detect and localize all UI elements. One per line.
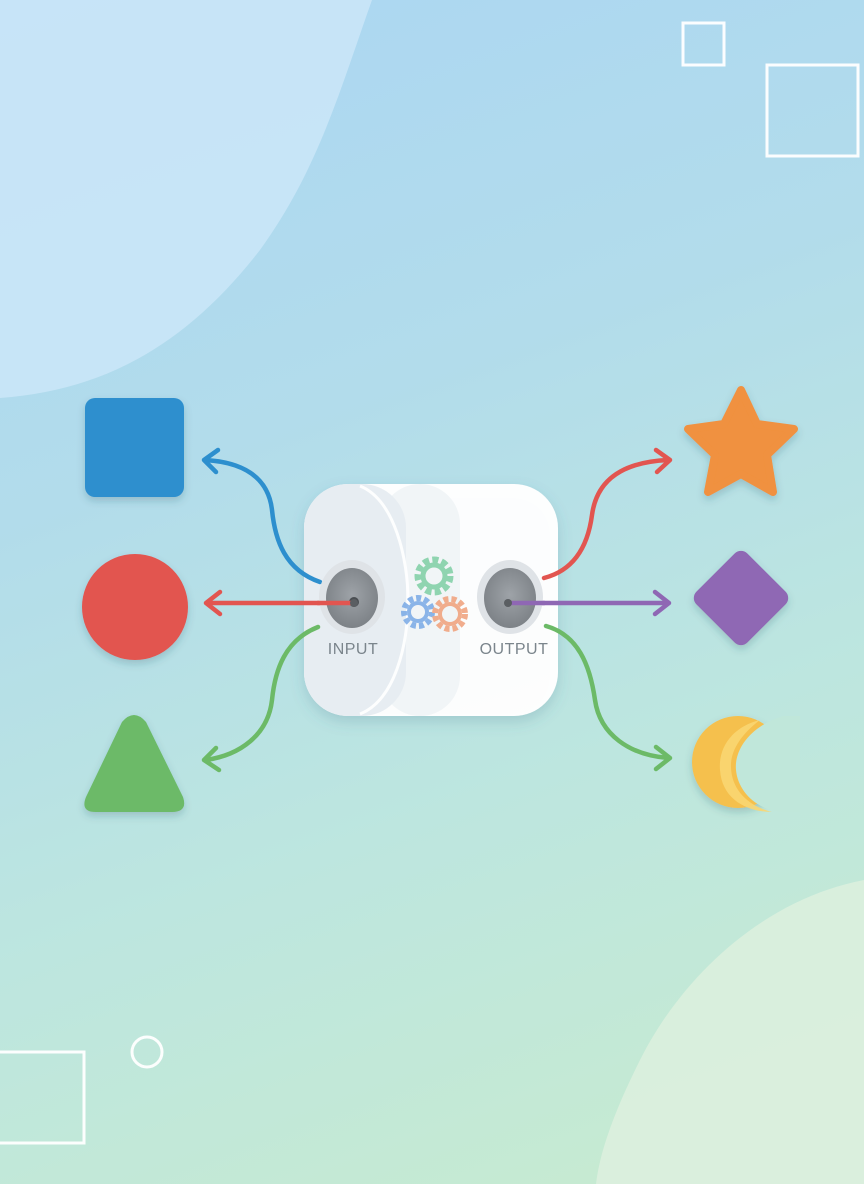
input-port bbox=[315, 560, 385, 634]
arrowhead-triangle bbox=[201, 745, 222, 773]
blue-square bbox=[85, 398, 184, 497]
gear-icon-green bbox=[414, 556, 454, 596]
arrow-to-moon bbox=[543, 623, 671, 761]
orange-star bbox=[684, 386, 798, 496]
arrow-to-star bbox=[541, 457, 671, 581]
arrowhead-moon bbox=[653, 744, 673, 772]
arrow-to-square bbox=[202, 457, 323, 585]
red-circle bbox=[82, 554, 188, 660]
input-arrows bbox=[201, 447, 359, 773]
arrowhead-star bbox=[653, 447, 673, 475]
decor-square-bottom bbox=[0, 1050, 86, 1145]
purple-diamond bbox=[693, 550, 789, 646]
output-arrows bbox=[505, 447, 673, 772]
output-port bbox=[477, 560, 547, 634]
crescent-cutout bbox=[735, 716, 800, 812]
background-blob-bottom-right bbox=[596, 880, 864, 1184]
arrowhead-diamond bbox=[652, 589, 672, 617]
decor-square-small bbox=[681, 21, 726, 67]
green-triangle bbox=[84, 715, 185, 812]
arrowhead-circle bbox=[203, 589, 223, 617]
decor-square-large bbox=[765, 63, 860, 158]
gear-icon-blue bbox=[401, 595, 435, 629]
decor-circle-outline bbox=[130, 1035, 164, 1069]
gears-icon bbox=[401, 556, 468, 632]
arrowhead-square bbox=[201, 447, 221, 475]
input-label: INPUT bbox=[328, 641, 379, 658]
crescent-inner-shade bbox=[719, 720, 772, 812]
arrow-to-triangle bbox=[203, 624, 321, 763]
gear-icon-orange bbox=[432, 596, 468, 632]
output-label: OUTPUT bbox=[480, 641, 549, 658]
input-shapes bbox=[82, 398, 188, 812]
background-blob-top-left bbox=[0, 0, 372, 398]
